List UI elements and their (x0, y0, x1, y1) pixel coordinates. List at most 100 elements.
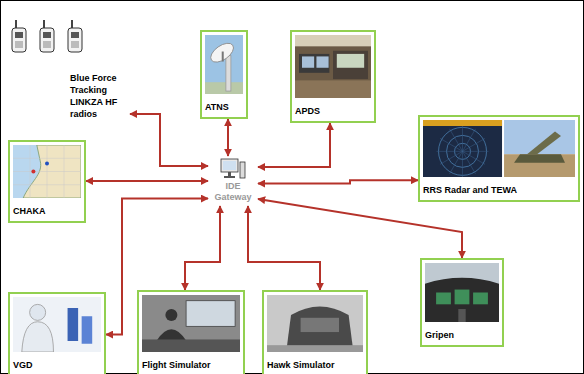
connector-arrow (258, 199, 462, 258)
radio-icon (40, 20, 54, 52)
picture-part (207, 40, 236, 66)
node-picture (13, 145, 81, 198)
picture-part (455, 290, 470, 305)
picture-part (226, 56, 231, 91)
picture-part (267, 295, 363, 352)
picture-part (186, 301, 235, 327)
node-picture (425, 263, 499, 322)
picture-part (302, 56, 314, 67)
radio-screen (43, 32, 51, 38)
node-label: Flight Simulator (142, 360, 211, 371)
picture-part (423, 120, 502, 126)
picture-part (13, 145, 81, 198)
system-box: Flight Simulator (137, 290, 245, 374)
radio-body (12, 28, 26, 52)
picture-part (13, 297, 101, 352)
picture-part (423, 120, 502, 177)
picture-part (240, 162, 245, 178)
picture-part (458, 309, 465, 322)
node-label: Hawk Simulator (267, 360, 335, 371)
picture-part (205, 82, 243, 94)
picture-part (142, 339, 240, 352)
picture-part (504, 154, 575, 177)
picture-part (45, 162, 49, 166)
radio-body (68, 28, 82, 52)
picture-part (205, 35, 243, 94)
system-box: VGD (8, 292, 106, 374)
gateway-node: IDE Gateway (208, 156, 258, 206)
system-box: ATNS (200, 30, 248, 119)
connector-arrow (248, 206, 320, 290)
picture-part (440, 138, 485, 164)
node-picture (220, 158, 246, 180)
node-picture (142, 295, 240, 352)
node-picture (267, 295, 363, 352)
picture-part (157, 329, 186, 340)
system-box: RRS Radar and TEWA (418, 115, 580, 202)
picture-part (30, 304, 46, 320)
picture-part (425, 263, 499, 284)
picture-part (295, 80, 371, 98)
picture-part (473, 293, 488, 305)
picture-part (295, 35, 371, 98)
radio-keypad (15, 41, 23, 48)
system-box: Hawk Simulator (262, 290, 368, 374)
picture-part (221, 159, 238, 172)
node-label: ATNS (205, 102, 229, 113)
picture-part (301, 318, 339, 332)
node-picture (295, 35, 371, 98)
picture-part (299, 54, 329, 73)
connector-arrow (227, 119, 229, 156)
node-label: VGD (13, 360, 33, 371)
node-label: APDS (295, 106, 320, 117)
picture-part (142, 295, 240, 352)
picture-part (224, 176, 235, 178)
picture-part (295, 35, 371, 46)
picture-part (165, 309, 177, 321)
picture-part (267, 345, 363, 352)
connector-arrow (258, 123, 330, 167)
system-box: APDS (290, 30, 376, 123)
picture-part (316, 56, 328, 67)
radio-icon (68, 20, 82, 52)
node-picture (13, 297, 101, 352)
radio-body (40, 28, 54, 52)
node-picture (205, 35, 243, 94)
picture-part (13, 171, 81, 172)
picture-part (333, 51, 368, 79)
connector-arrow (258, 180, 418, 183)
picture-part (22, 322, 54, 352)
radio-icon (12, 20, 26, 52)
connector-arrow (130, 114, 208, 166)
radio-systems-label: Blue Force Tracking LINKZA HF radios (70, 72, 130, 120)
picture-part (13, 184, 81, 185)
node-label: IDE Gateway (211, 181, 255, 203)
system-box: Gripen (420, 258, 504, 347)
picture-part (228, 172, 231, 176)
picture-part (436, 293, 451, 305)
picture-part (31, 170, 35, 174)
radio-keypad (71, 41, 79, 48)
picture-part (82, 316, 93, 344)
picture-part (425, 263, 499, 322)
node-label: RRS Radar and TEWA (423, 185, 517, 196)
connector-arrow (86, 180, 208, 182)
picture-part (514, 154, 565, 163)
node-label: Blue Force Tracking LINKZA HF radios (70, 72, 130, 120)
picture-part (222, 52, 224, 62)
system-box: CHAKA (8, 140, 86, 223)
picture-part (527, 131, 561, 154)
picture-part (223, 161, 236, 170)
radio-keypad (43, 41, 51, 48)
picture-part (68, 308, 79, 341)
node-label: CHAKA (13, 206, 46, 217)
picture-part (337, 54, 364, 68)
node-label: Gripen (425, 330, 454, 341)
node-picture (423, 120, 575, 177)
connector-arrow (185, 206, 220, 290)
picture-part (504, 120, 575, 154)
radio-screen (15, 32, 23, 38)
